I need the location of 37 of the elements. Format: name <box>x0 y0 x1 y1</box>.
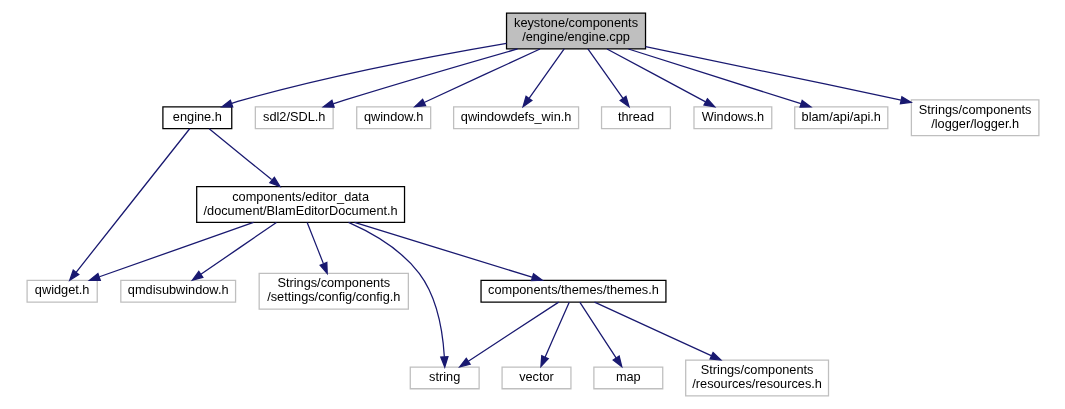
arrow <box>219 42 507 108</box>
arrow <box>190 221 277 282</box>
arrow <box>586 48 630 109</box>
node-box: qwidget.h <box>25 279 98 303</box>
node-box: Windows.h <box>692 106 772 130</box>
arrow <box>644 46 913 105</box>
node-box: components/themes/themes.h <box>479 279 667 303</box>
arrow <box>353 221 544 282</box>
node-box: string <box>409 366 480 390</box>
arrow <box>87 221 254 281</box>
arrow <box>521 48 565 109</box>
node-box: Strings/components /logger/logger.h <box>910 99 1040 137</box>
node-box: Strings/components /resources/resources.h <box>684 359 829 397</box>
arrow <box>539 301 570 369</box>
node-box: qwindowdefs_win.h <box>452 106 579 130</box>
node-box: blam/api/api.h <box>793 106 888 130</box>
node-box: qmdisubwindow.h <box>119 279 236 303</box>
arrow <box>306 221 328 276</box>
arrow <box>593 301 723 361</box>
node-box: map <box>592 366 663 390</box>
node-box: sdl2/SDL.h <box>254 106 334 130</box>
node-box: qwindow.h <box>355 106 431 130</box>
arrow <box>605 48 716 108</box>
arrow <box>578 301 623 369</box>
node-box: components/editor_data /document/BlamEditorDocument.h <box>195 186 405 223</box>
arrow <box>627 48 813 108</box>
arrow <box>457 301 559 368</box>
arrow <box>320 48 518 108</box>
arrow <box>68 128 190 282</box>
node-box: Strings/components /settings/config/config.h <box>258 272 409 310</box>
node-box: engine.h <box>161 106 232 130</box>
node-box: keystone/components /engine/engine.cpp <box>505 12 646 50</box>
node-box: vector <box>500 366 572 390</box>
arrow <box>412 48 541 108</box>
arrow <box>347 221 449 369</box>
node-box: thread <box>600 106 671 130</box>
arrow <box>208 128 282 188</box>
